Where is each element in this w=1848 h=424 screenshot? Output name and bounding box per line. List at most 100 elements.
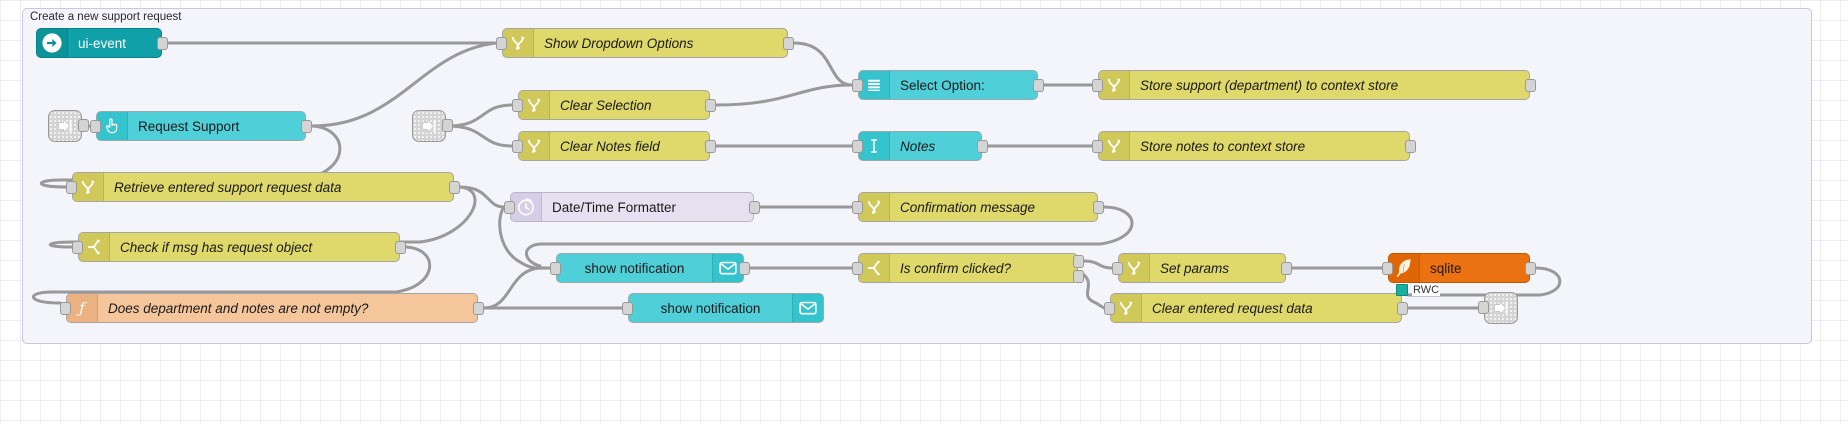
node-input-port[interactable] [512,99,523,112]
node-show-dropdown[interactable]: Show Dropdown Options [502,28,788,58]
node-request-support[interactable]: Request Support [96,111,306,141]
node-input-port[interactable] [550,262,561,275]
node-label: Check if msg has request object [120,239,313,255]
change-icon [1119,254,1150,282]
node-sqlite[interactable]: sqlite [1388,253,1530,283]
node-output-port[interactable] [1405,140,1416,153]
node-output-port[interactable] [1525,262,1536,275]
status-dot-icon [1396,284,1408,296]
node-input-port[interactable] [852,262,863,275]
node-label: Clear Notes field [560,138,660,154]
node-input-port[interactable] [852,201,863,214]
node-output-port[interactable] [705,140,716,153]
node-clear-request[interactable]: Clear entered request data [1110,293,1402,323]
change-icon [1111,294,1142,322]
node-clear-notes[interactable]: Clear Notes field [518,131,710,161]
node-label: Confirmation message [900,199,1036,215]
node-output-port[interactable] [1397,302,1408,315]
node-label: Show Dropdown Options [544,35,694,51]
change-icon [503,29,534,57]
node-label: Select Option: [900,77,985,93]
node-label: ui-event [78,35,127,51]
node-output-port[interactable] [1033,79,1044,92]
node-output-port[interactable] [1073,255,1084,268]
node-confirm-message[interactable]: Confirmation message [858,192,1098,222]
node-input-port[interactable] [512,140,523,153]
node-label: Set params [1160,260,1230,276]
link-output-port[interactable] [442,119,453,132]
link-out-node[interactable] [1484,292,1518,324]
node-select-option[interactable]: Select Option: [858,70,1038,100]
node-input-port[interactable] [1112,262,1123,275]
node-input-port[interactable] [1092,140,1103,153]
node-store-notes[interactable]: Store notes to context store [1098,131,1410,161]
node-retrieve-data[interactable]: Retrieve entered support request data [72,172,454,202]
node-label: Store support (department) to context st… [1140,77,1399,93]
status-text: RWC [1412,284,1441,296]
node-output-port[interactable] [705,99,716,112]
node-output-port[interactable] [395,241,406,254]
node-output-port[interactable] [739,262,750,275]
feather-icon [1389,254,1420,282]
node-ui-event[interactable]: ui-event [36,28,162,58]
node-label: Clear entered request data [1152,300,1313,316]
node-output-port[interactable] [1525,79,1536,92]
function-icon: ƒ [67,294,98,322]
node-output-port[interactable] [783,37,794,50]
svg-text:ƒ: ƒ [76,299,87,317]
link-in-node[interactable] [412,110,446,142]
node-show-notif-2[interactable]: show notification [628,293,824,323]
node-clear-selection[interactable]: Clear Selection [518,90,710,120]
node-output-port[interactable] [1281,262,1292,275]
switch-icon [859,254,890,282]
node-input-port[interactable] [1104,302,1115,315]
node-label: sqlite [1430,260,1462,276]
node-input-port[interactable] [90,120,101,133]
change-icon [1099,71,1130,99]
switch-icon [79,233,110,261]
node-output-port[interactable] [977,140,988,153]
node-datetime-format[interactable]: Date/Time Formatter [510,192,754,222]
node-output-port[interactable] [1073,270,1084,283]
node-input-port[interactable] [622,302,633,315]
node-label: show notification [584,260,685,276]
link-output-port[interactable] [78,119,89,132]
change-icon [519,91,550,119]
node-show-notif-1[interactable]: show notification [556,253,744,283]
node-check-msg[interactable]: Check if msg has request object [78,232,400,262]
node-is-confirm[interactable]: Is confirm clicked? [858,253,1078,283]
link-input-port[interactable] [1478,301,1489,314]
node-input-port[interactable] [1382,262,1393,275]
node-output-port[interactable] [473,302,484,315]
node-input-port[interactable] [1092,79,1103,92]
node-input-port[interactable] [504,201,515,214]
node-output-port[interactable] [157,37,168,50]
node-output-port[interactable] [449,181,460,194]
link-in-node[interactable] [48,110,82,142]
arrow-right-circle-icon [37,29,68,57]
node-input-port[interactable] [66,181,77,194]
node-label: Clear Selection [560,97,652,113]
change-icon [859,193,890,221]
node-input-port[interactable] [852,140,863,153]
node-input-port[interactable] [60,302,71,315]
node-output-port[interactable] [301,120,312,133]
envelope-icon [792,294,823,322]
node-set-params[interactable]: Set params [1118,253,1286,283]
node-input-port[interactable] [72,241,83,254]
node-output-port[interactable] [1093,201,1104,214]
change-icon [73,173,104,201]
node-notes[interactable]: Notes [858,131,982,161]
text-cursor-icon [859,132,890,160]
node-input-port[interactable] [852,79,863,92]
dropdown-list-icon [859,71,890,99]
node-input-port[interactable] [496,37,507,50]
node-label: Request Support [138,118,240,134]
node-output-port[interactable] [749,201,760,214]
node-status-sqlite-status: RWC [1396,284,1441,296]
node-label: Is confirm clicked? [900,260,1012,276]
node-store-support[interactable]: Store support (department) to context st… [1098,70,1530,100]
flow-group-label: Create a new support request [30,11,182,23]
